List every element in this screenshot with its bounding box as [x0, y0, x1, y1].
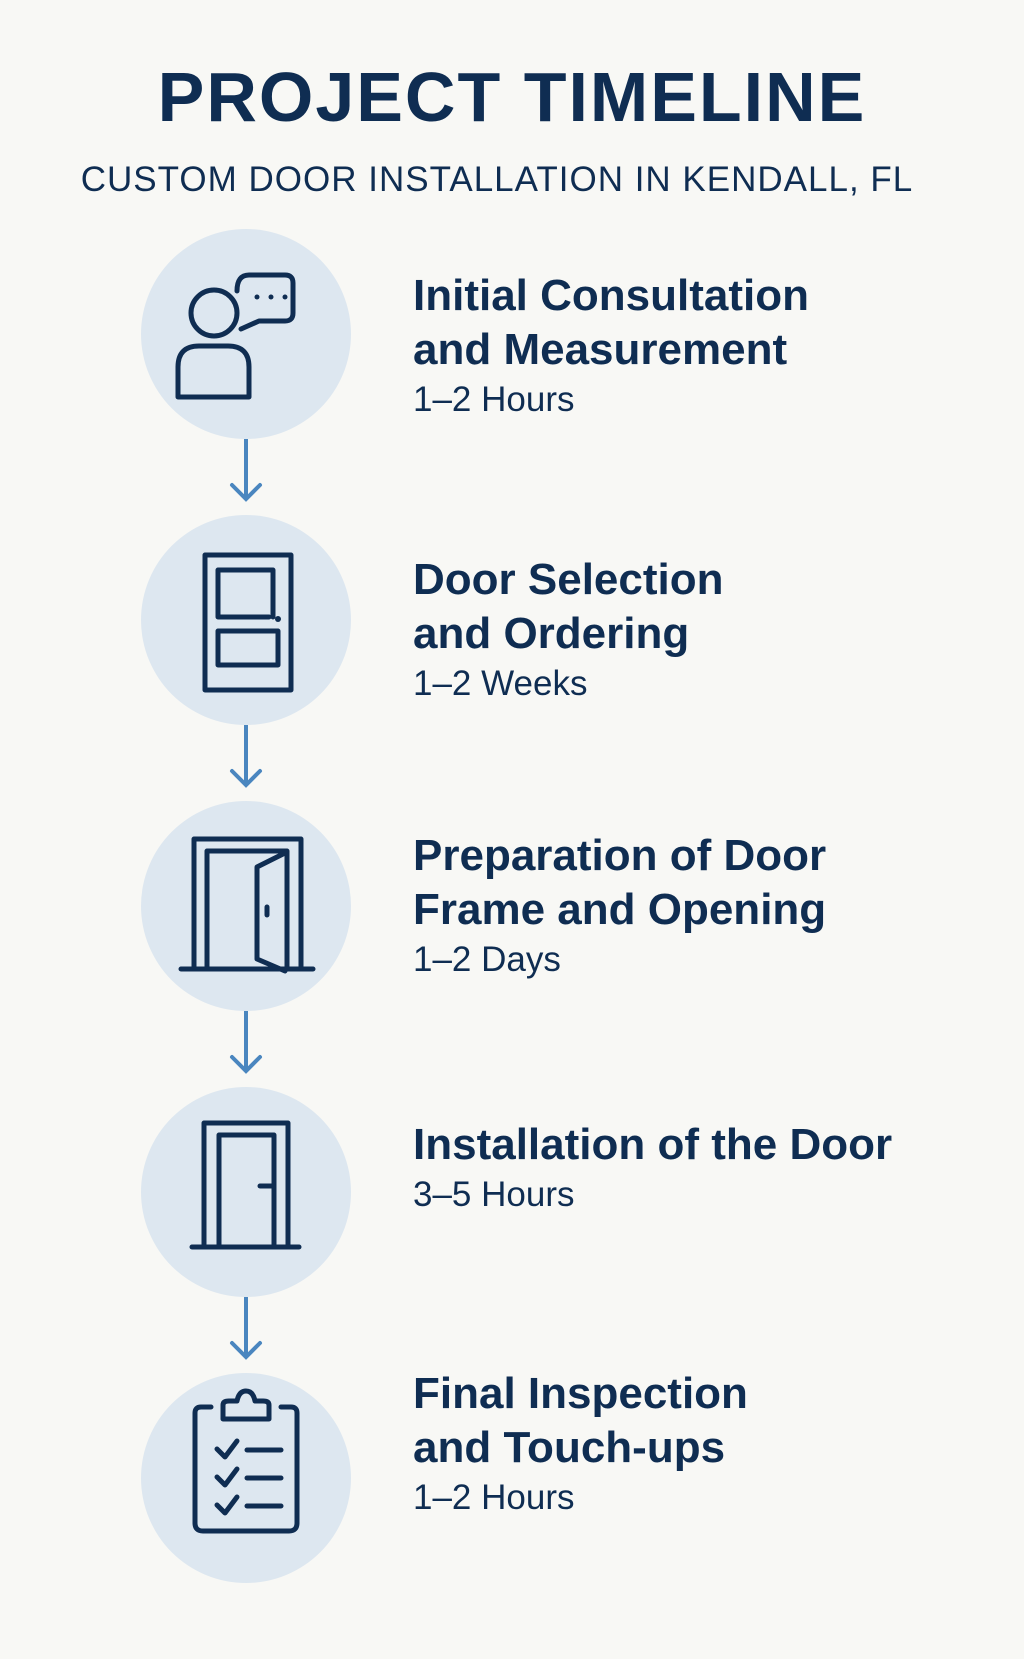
step-duration: 3–5 Hours [413, 1175, 575, 1214]
step-text: Initial Consultation and Measurement 1–2… [413, 269, 809, 421]
clipboard-checklist-icon [192, 1388, 300, 1534]
timeline-step-2: Door Selection and Ordering 1–2 Weeks [0, 515, 1024, 801]
step-duration: 1–2 Days [413, 940, 561, 979]
arrow-down-icon [230, 439, 262, 502]
arrow-down-icon [230, 1011, 262, 1074]
open-door-frame-icon [178, 836, 316, 974]
step-icon-circle [141, 229, 351, 439]
page-subtitle: CUSTOM DOOR INSTALLATION IN KENDALL, FL [80, 160, 914, 199]
step-text: Final Inspection and Touch-ups 1–2 Hours [413, 1367, 748, 1519]
step-duration: 1–2 Hours [413, 380, 575, 419]
arrow-down-icon [230, 1297, 262, 1360]
step-title: Initial Consultation and Measurement [413, 271, 809, 374]
step-title: Installation of the Door [413, 1120, 893, 1169]
door-frame-icon [189, 1120, 302, 1250]
timeline-step-1: Initial Consultation and Measurement 1–2… [0, 229, 1024, 515]
step-title: Final Inspection and Touch-ups [413, 1369, 748, 1472]
timeline-step-3: Preparation of Door Frame and Opening 1–… [0, 801, 1024, 1087]
arrow-down-icon [230, 725, 262, 788]
step-icon-circle [141, 1087, 351, 1297]
step-icon-circle [141, 515, 351, 725]
timeline-step-5: Final Inspection and Touch-ups 1–2 Hours [0, 1369, 1024, 1659]
step-duration: 1–2 Weeks [413, 664, 588, 703]
step-text: Preparation of Door Frame and Opening 1–… [413, 829, 826, 981]
step-text: Door Selection and Ordering 1–2 Weeks [413, 553, 724, 705]
step-title: Preparation of Door Frame and Opening [413, 831, 827, 934]
step-icon-circle [141, 1373, 351, 1583]
step-title: Door Selection and Ordering [413, 555, 724, 658]
timeline-step-4: Installation of the Door 3–5 Hours [0, 1087, 1024, 1373]
step-icon-circle [141, 801, 351, 1011]
step-text: Installation of the Door 3–5 Hours [413, 1118, 892, 1216]
step-duration: 1–2 Hours [413, 1478, 575, 1517]
consultation-icon [175, 272, 296, 400]
door-panel-icon [202, 552, 294, 693]
page-title: PROJECT TIMELINE [157, 58, 867, 136]
